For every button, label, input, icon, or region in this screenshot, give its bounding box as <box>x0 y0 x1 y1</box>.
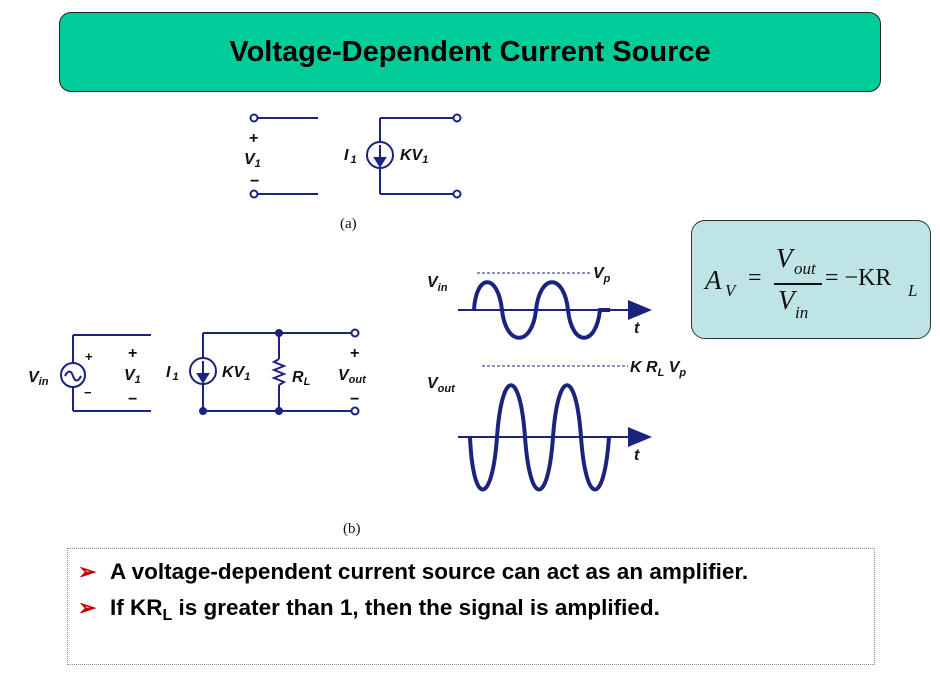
caption-a: (a) <box>340 216 357 232</box>
page-title: Voltage-Dependent Current Source <box>229 35 711 68</box>
formula-av: A <box>705 265 722 295</box>
b-rl-label: RL <box>292 369 311 388</box>
formula-rhs: = −KR <box>825 265 892 291</box>
bullet-arrow-icon: ➢ <box>78 559 97 584</box>
formula-eq1: = <box>748 265 762 291</box>
bullet-1: ➢ A voltage-dependent current source can … <box>78 559 748 585</box>
vin-waveform <box>472 280 610 340</box>
wave-t-label: t <box>634 320 640 337</box>
a-minus-sign: − <box>250 173 259 190</box>
formula-numerator-sub: out <box>794 259 816 278</box>
wave-vout-label: Vout <box>427 375 456 395</box>
formula-av-sub: V <box>725 281 736 300</box>
fraction-line <box>774 283 822 285</box>
vout-waveform <box>468 383 611 492</box>
b-v1-plus: + <box>128 345 137 362</box>
bullet-1-text: A voltage-dependent current source can a… <box>110 559 749 584</box>
b-vout-label: Vout <box>338 367 367 386</box>
gain-formula-box: A V = V out V in = −KR L <box>691 220 931 339</box>
circuit-b <box>60 328 360 416</box>
waveforms <box>458 272 652 492</box>
title-banner: Voltage-Dependent Current Source <box>59 12 881 92</box>
formula-denominator: V <box>778 285 795 315</box>
wave-krlvp-label: K RL Vp <box>630 359 686 379</box>
b-kv1-label: KV1 <box>222 364 250 383</box>
bullet-arrow-icon: ➢ <box>78 595 97 620</box>
wave-vin-label: Vin <box>427 274 448 294</box>
circuit-a <box>249 113 462 199</box>
bullet-2-text-pre: If KR <box>110 595 163 620</box>
b-vout-plus: + <box>350 345 359 362</box>
bullet-2: ➢ If KRL is greater than 1, then the sign… <box>78 595 660 625</box>
caption-b: (b) <box>343 521 361 537</box>
formula-rhs-sub: L <box>908 281 918 300</box>
bullets-box: ➢ A voltage-dependent current source can … <box>67 548 875 665</box>
bullet-2-text-post: is greater than 1, then the signal is am… <box>172 595 660 620</box>
current-source-a <box>366 141 394 169</box>
wave-t2-label: t <box>634 447 640 464</box>
a-v1-label: V1 <box>244 151 261 170</box>
b-vin-label: Vin <box>28 369 49 388</box>
a-kv1-label: KV1 <box>400 147 428 166</box>
b-v1-label: V1 <box>124 367 141 386</box>
wave-vp-label: Vp <box>593 265 611 285</box>
b-v1-minus: − <box>128 391 137 408</box>
formula-numerator: V <box>776 243 793 273</box>
a-plus-sign: + <box>249 130 258 147</box>
b-vout-minus: − <box>350 391 359 408</box>
load-resistor <box>271 358 287 386</box>
current-source-b <box>189 357 217 385</box>
formula-denominator-sub: in <box>795 303 809 322</box>
b-source-minus: − <box>84 385 92 400</box>
b-source-plus: + <box>85 349 93 364</box>
bullet-2-sub: L <box>162 607 173 624</box>
